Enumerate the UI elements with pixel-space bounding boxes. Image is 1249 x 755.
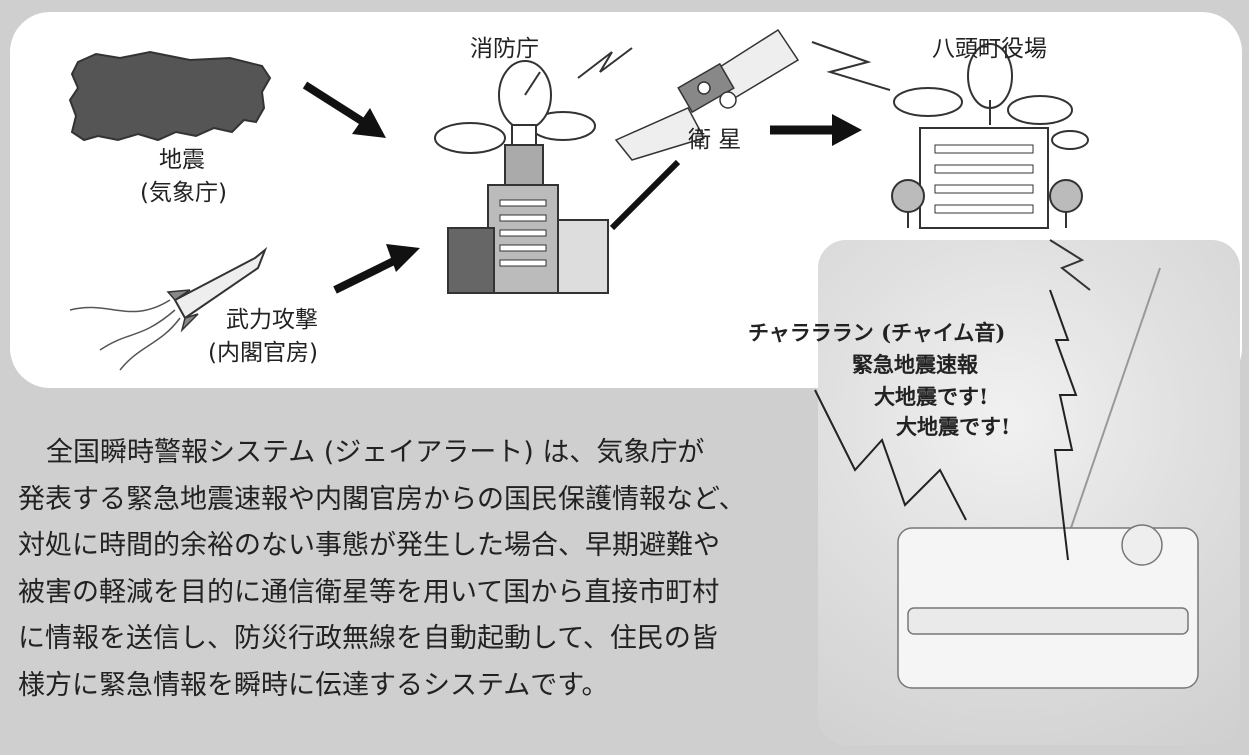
- description-line: 対処に時間的余裕のない事態が発生した場合、早期避難や: [18, 530, 720, 561]
- satellite-icon: [614, 28, 800, 161]
- radio-line-4: 大地震です!: [896, 414, 1011, 439]
- fire-agency-label: 消防庁: [470, 36, 539, 62]
- signal-wave-icon: [814, 389, 967, 521]
- description-line: 全国瞬時警報システム (ジェイアラート) は、気象庁が: [46, 437, 705, 468]
- fire-agency-building-icon: [434, 60, 609, 294]
- signal-bolt-icon: [577, 47, 633, 79]
- satellite-label: 衛 星: [688, 127, 742, 153]
- radio-line-1: チャラララン (チャイム音): [748, 320, 1006, 345]
- description-line: に情報を送信し、防災行政無線を自動起動して、住民の皆: [18, 623, 718, 654]
- description-line: 発表する緊急地震速報や内閣官房からの国民保護情報など、: [18, 483, 746, 515]
- signal-wave-icon-2: [1049, 289, 1078, 561]
- description-line: 被害の軽減を目的に通信衛星等を用いて国から直接市町村: [18, 576, 720, 608]
- radio-line-2: 緊急地震速報: [852, 352, 978, 377]
- description-line: 様方に緊急情報を瞬時に伝達するシステムです。: [18, 669, 609, 701]
- jma-label: (気象庁): [140, 180, 227, 206]
- town-office-label: 八頭町役場: [932, 36, 1047, 62]
- map-icon: [68, 50, 272, 142]
- missile-icon: [69, 246, 268, 371]
- arrow-satellite-icon: [770, 114, 862, 146]
- arrow-attack-icon: [333, 244, 420, 294]
- earthquake-label: 地震: [159, 147, 205, 173]
- radio-line-3: 大地震です!: [874, 384, 989, 409]
- signal-bolt-icon-2: [811, 41, 891, 91]
- signal-bolt-icon-3: [1049, 239, 1091, 291]
- link-line-icon: [609, 159, 681, 231]
- attack-label: 武力攻撃: [226, 307, 318, 333]
- arrow-earthquake-icon: [302, 81, 386, 138]
- radio-receiver-icon: [897, 267, 1199, 689]
- description-paragraph: 全国瞬時警報システム (ジェイアラート) は、気象庁が 発表する緊急地震速報や内…: [18, 430, 808, 709]
- cabinet-label: (内閣官房): [208, 340, 318, 366]
- town-office-building-icon: [891, 43, 1089, 229]
